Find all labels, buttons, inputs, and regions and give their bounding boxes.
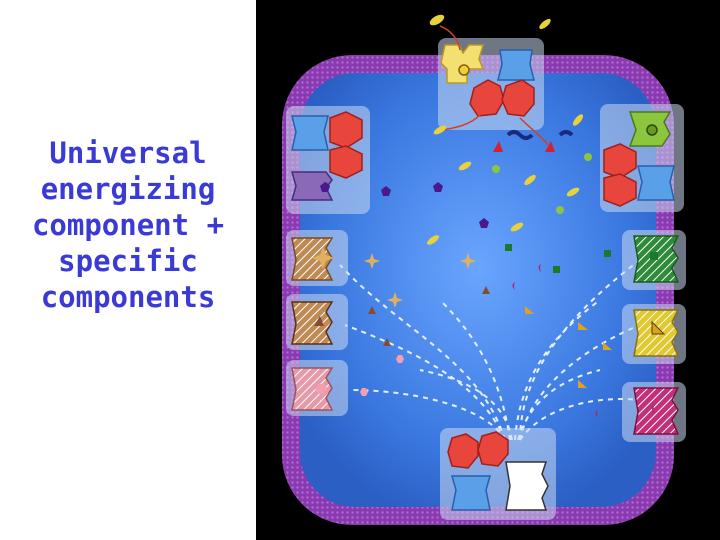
substrate-star-icon xyxy=(312,247,334,269)
atpase-blue-icon xyxy=(291,115,329,151)
bound-substrate-icon xyxy=(458,64,470,76)
substrate-circle-icon xyxy=(584,153,592,161)
brown2-transporter-icon xyxy=(291,301,334,345)
substrate-triangle-icon xyxy=(578,380,587,388)
substrate-triangle-icon xyxy=(525,306,534,314)
substrate-yellow-icon xyxy=(429,14,445,26)
substrate-triangle-icon xyxy=(651,320,666,335)
arrow-in-icon xyxy=(439,25,461,51)
substrate-triangle-icon xyxy=(603,342,612,350)
caption-line-1: Universal xyxy=(49,136,207,170)
caption-text: Universal energizing component + specifi… xyxy=(0,135,256,315)
substrate-yellow-icon xyxy=(510,222,524,232)
caption-line-3: component + xyxy=(31,208,225,242)
atpase-blue-icon xyxy=(637,165,675,201)
caption-line-4: specific xyxy=(58,244,198,278)
phosphate-icon xyxy=(493,141,503,152)
substrate-square-icon xyxy=(650,252,658,260)
substrate-star-icon xyxy=(364,253,380,269)
arrow-out-icon xyxy=(519,117,549,146)
substrate-star-icon xyxy=(460,253,476,269)
adp-icon xyxy=(558,130,574,137)
substrate-square-icon xyxy=(505,244,512,251)
white-transporter-icon xyxy=(505,461,549,511)
substrate-yellow-icon xyxy=(566,187,580,197)
atpase-red-icon xyxy=(447,433,479,469)
substrate-circle-icon xyxy=(492,165,500,173)
substrate-yellow-icon xyxy=(458,161,472,171)
substrate-hexagon-icon xyxy=(360,388,368,396)
substrate-star-icon xyxy=(387,292,403,308)
bound-substrate-icon xyxy=(646,124,658,136)
substrate-pentagon-icon xyxy=(320,182,330,192)
substrate-yellow-icon xyxy=(433,125,447,135)
caption-line-5: components xyxy=(40,280,216,314)
substrate-yellow-icon xyxy=(539,18,551,30)
substrate-square-icon xyxy=(553,266,560,273)
atpase-red-left-icon xyxy=(469,79,505,117)
substrate-pentagon-icon xyxy=(479,218,489,228)
arrow-out-icon xyxy=(441,114,481,131)
substrate-crescent-icon xyxy=(595,410,598,418)
substrate-pentagon-icon xyxy=(433,182,443,192)
atpase-red-icon xyxy=(603,143,637,179)
substrate-crescent-icon xyxy=(652,404,655,414)
substrate-yellow-icon xyxy=(524,174,536,186)
atpase-red-icon xyxy=(477,431,509,467)
brown-transporter-icon xyxy=(291,237,334,281)
substrate-crescent-icon xyxy=(512,282,515,290)
substrate-hexagon-icon xyxy=(396,355,404,363)
substrate-triangle-icon xyxy=(578,322,588,330)
substrate-yellow-icon xyxy=(572,114,584,126)
substrate-triangle-icon xyxy=(482,286,490,294)
phosphate-icon xyxy=(545,141,555,152)
substrate-triangle-icon xyxy=(383,338,391,346)
caption-line-2: energizing xyxy=(40,172,216,206)
adp-icon xyxy=(506,130,534,140)
atpase-red-icon xyxy=(603,173,637,207)
magenta-hatched-transporter-icon xyxy=(633,387,680,435)
substrate-pentagon-icon xyxy=(381,186,391,196)
substrate-circle-icon xyxy=(556,206,564,214)
substrate-square-icon xyxy=(604,250,611,257)
atpase-red-right-icon xyxy=(501,79,535,117)
atpase-red-icon xyxy=(329,111,363,149)
atpase-blue-icon xyxy=(497,49,535,81)
atpase-red-icon xyxy=(329,145,363,179)
pink-transporter-icon xyxy=(291,367,334,411)
substrate-triangle-icon xyxy=(368,306,376,314)
caption-panel: Universal energizing component + specifi… xyxy=(0,0,256,540)
substrate-triangle-icon xyxy=(314,316,324,326)
substrate-scatter xyxy=(320,153,612,418)
yellow-transporter-icon xyxy=(440,44,485,84)
atpase-blue-icon xyxy=(451,475,491,511)
substrate-hexagon-icon xyxy=(315,384,327,394)
substrate-yellow-icon xyxy=(427,235,439,245)
cell-interior xyxy=(300,73,656,507)
substrate-crescent-icon xyxy=(538,264,541,272)
purple-transporter-icon xyxy=(291,171,334,201)
